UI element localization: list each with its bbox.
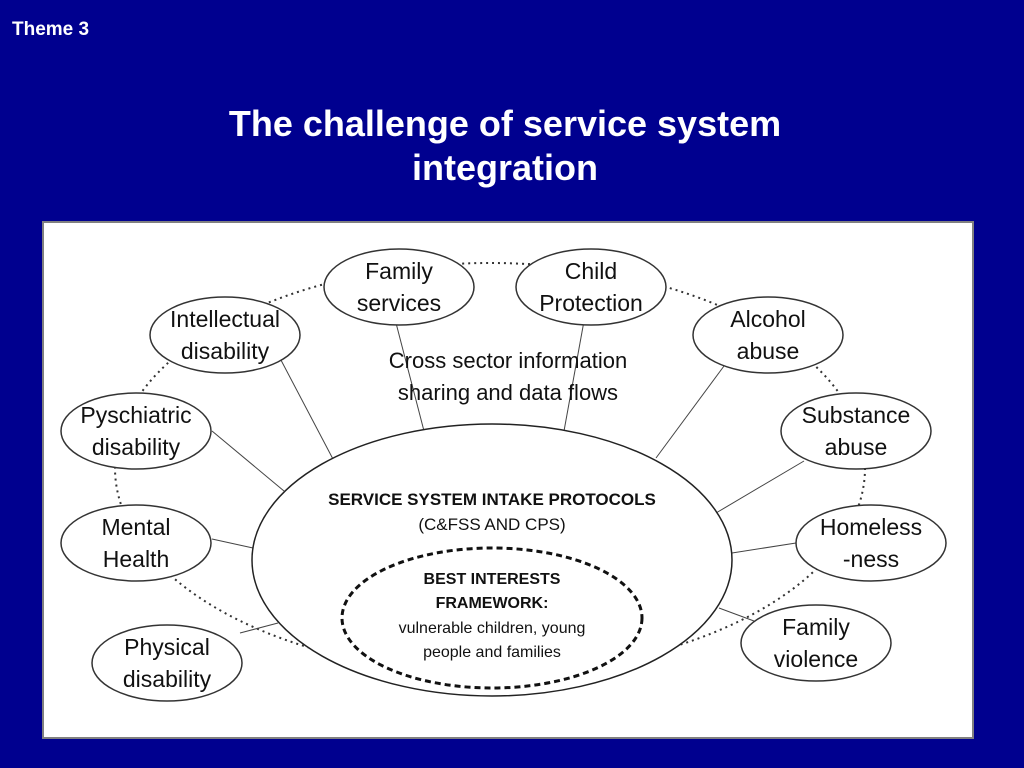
node-mental-health-line2: Health bbox=[103, 546, 169, 572]
node-pyschiatric-disability-line2: disability bbox=[92, 434, 181, 460]
node-physical-disability bbox=[91, 624, 243, 702]
best-interests-line1: BEST INTERESTS bbox=[424, 571, 561, 588]
connector-line bbox=[395, 322, 425, 432]
node-homelessness bbox=[795, 504, 947, 582]
connector-line bbox=[655, 365, 725, 459]
node-intellectual-disability bbox=[149, 296, 301, 374]
node-homelessness-line2: -ness bbox=[843, 546, 899, 572]
node-pyschiatric-disability-line1: Pyschiatric bbox=[80, 402, 191, 428]
best-interests-line3: vulnerable children, young bbox=[399, 620, 586, 637]
intake-protocols-title: SERVICE SYSTEM INTAKE PROTOCOLS bbox=[328, 490, 656, 509]
node-child-protection-line2: Protection bbox=[539, 290, 643, 316]
node-family-services-line2: services bbox=[357, 290, 441, 316]
node-child-protection bbox=[515, 248, 667, 326]
node-alcohol-abuse-line2: abuse bbox=[737, 338, 800, 364]
node-family-violence-line1: Family bbox=[782, 614, 850, 640]
connector-line bbox=[211, 538, 254, 549]
connector-line bbox=[211, 430, 285, 492]
connector-lines bbox=[211, 320, 805, 634]
connector-line bbox=[731, 542, 797, 554]
node-intellectual-disability-line1: Intellectual bbox=[170, 306, 280, 332]
best-interests-line4: people and families bbox=[423, 644, 561, 661]
node-mental-health bbox=[60, 504, 212, 582]
best-interests-ellipse bbox=[340, 546, 644, 690]
node-physical-disability-line2: disability bbox=[123, 666, 212, 692]
connector-line bbox=[718, 607, 755, 622]
node-family-violence-line2: violence bbox=[774, 646, 858, 672]
slide-title: The challenge of service system integrat… bbox=[0, 102, 1010, 190]
connector-line bbox=[715, 460, 805, 514]
slide-title-line2: integration bbox=[412, 147, 598, 188]
node-family-violence bbox=[740, 604, 892, 682]
node-intellectual-disability-line2: disability bbox=[181, 338, 270, 364]
intake-protocols-subtitle: (C&FSS AND CPS) bbox=[418, 515, 565, 534]
diagram-frame: Family services Child Protection Intelle… bbox=[42, 221, 974, 739]
node-alcohol-abuse-line1: Alcohol bbox=[730, 306, 805, 332]
cross-sector-label-line1: Cross sector information bbox=[389, 348, 627, 373]
node-mental-health-line1: Mental bbox=[101, 514, 170, 540]
theme-label: Theme 3 bbox=[12, 19, 90, 40]
best-interests-line2: FRAMEWORK: bbox=[436, 595, 549, 612]
node-pyschiatric-disability bbox=[60, 392, 212, 470]
node-child-protection-line1: Child bbox=[565, 258, 617, 284]
connector-line bbox=[239, 622, 279, 634]
node-family-services bbox=[323, 248, 475, 326]
node-substance-abuse-line2: abuse bbox=[825, 434, 888, 460]
node-substance-abuse-line1: Substance bbox=[802, 402, 911, 428]
node-substance-abuse bbox=[780, 392, 932, 470]
cross-sector-label-line2: sharing and data flows bbox=[398, 380, 618, 405]
connector-line bbox=[271, 342, 335, 462]
service-integration-diagram: Family services Child Protection Intelle… bbox=[60, 248, 947, 702]
connector-line bbox=[563, 320, 585, 432]
node-physical-disability-line1: Physical bbox=[124, 634, 210, 660]
slide-title-line1: The challenge of service system bbox=[228, 103, 782, 144]
node-family-services-line1: Family bbox=[365, 258, 433, 284]
node-alcohol-abuse bbox=[692, 296, 844, 374]
node-homelessness-line1: Homeless bbox=[820, 514, 922, 540]
